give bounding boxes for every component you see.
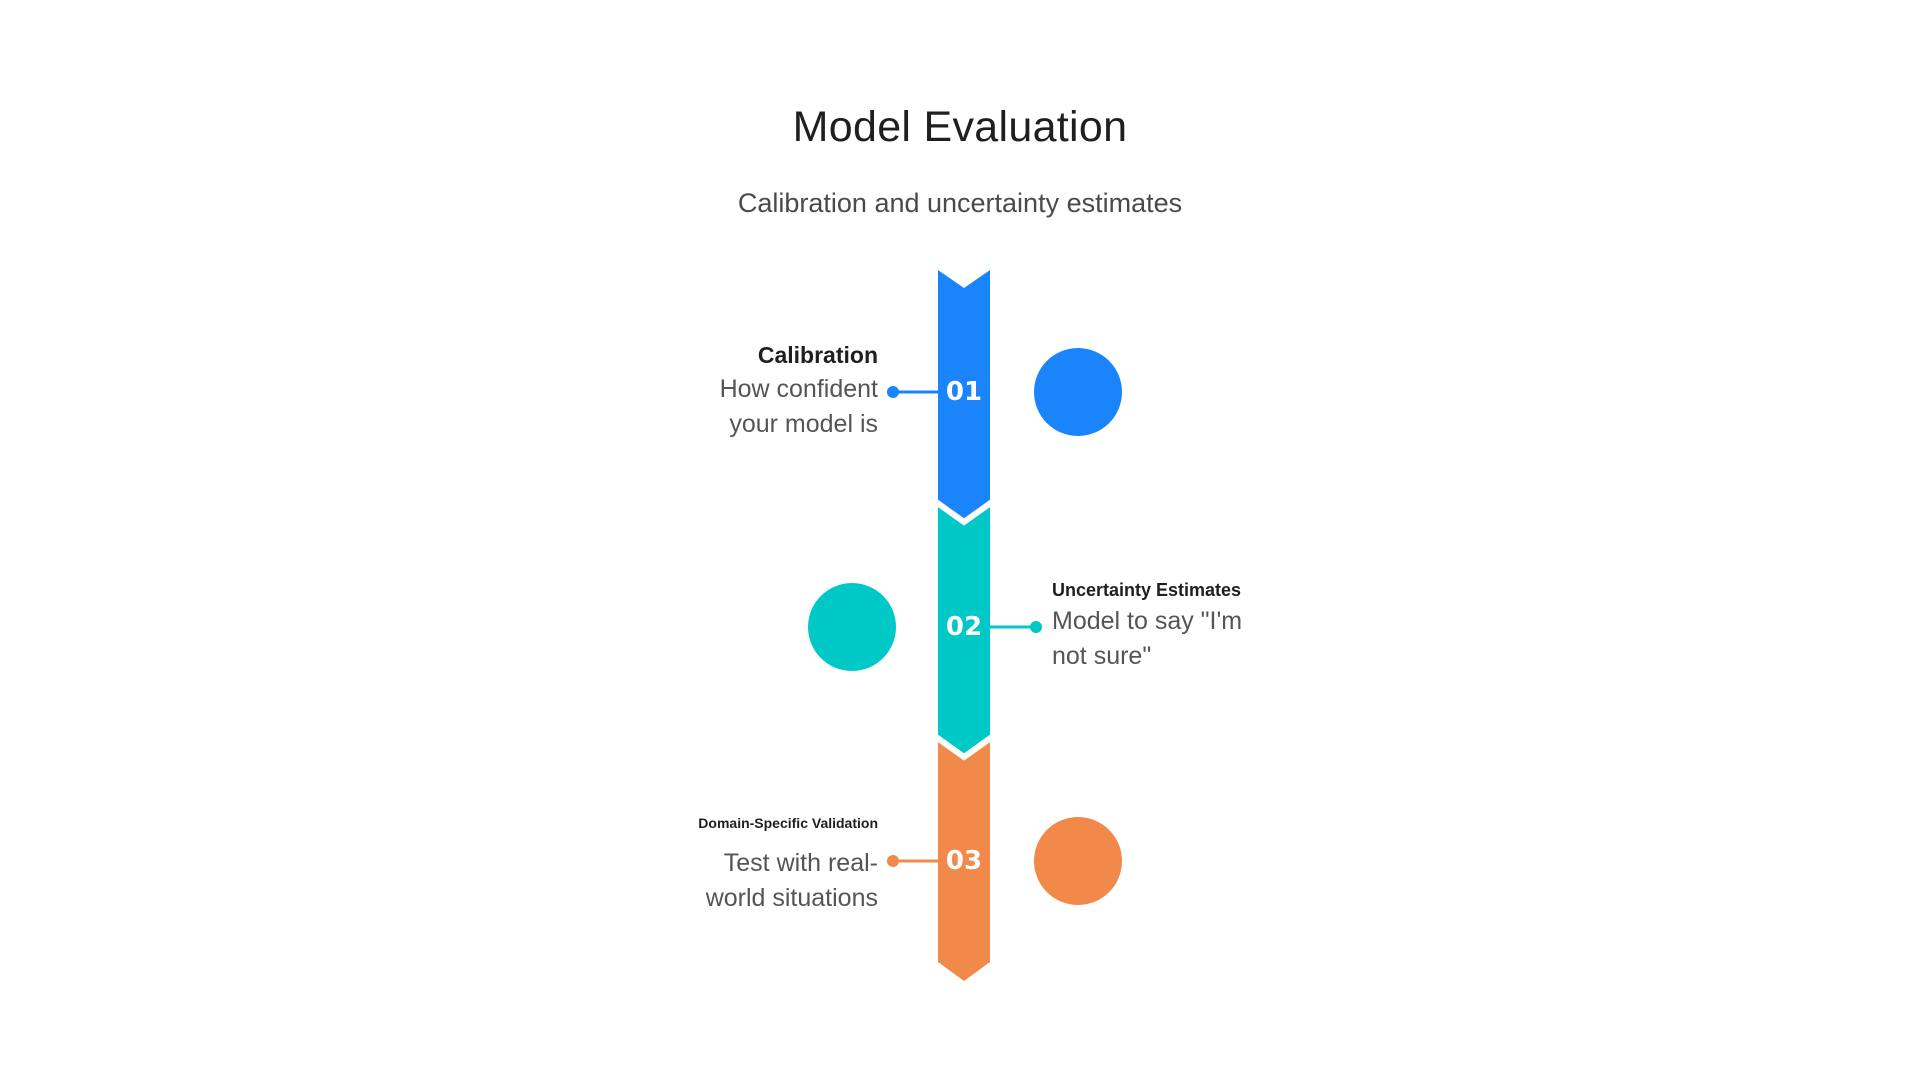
step-2-group: 02 [808, 503, 1042, 757]
page-title: Model Evaluation [792, 103, 1128, 151]
step-2-heading: Uncertainty Estimates [1052, 580, 1242, 600]
step-3-circle [1034, 817, 1122, 905]
page-subtitle: Calibration and uncertainty estimates [737, 188, 1183, 218]
step-3-group: 03 [887, 738, 1122, 981]
step-2-connector-dot [1030, 621, 1042, 633]
step-2-description: Model to say "I'm not sure" [1052, 607, 1243, 670]
step-1-circle [1034, 348, 1122, 436]
step-2-label: Uncertainty Estimates Model to say "I'm … [1052, 576, 1352, 674]
step-1-connector-dot [887, 386, 899, 398]
step-3-heading: Domain-Specific Validation [698, 815, 878, 831]
step-2-number: 02 [946, 612, 982, 642]
step-1-group: 01 [887, 270, 1122, 522]
step-3-number: 03 [946, 846, 982, 876]
step-2-segment [938, 503, 990, 757]
step-3-segment [938, 738, 990, 981]
step-3-label: Domain-Specific Validation Test with rea… [578, 812, 878, 916]
step-1-segment [938, 270, 990, 522]
segment-separator [934, 499, 994, 526]
step-1-label: Calibration How confident your model is [578, 338, 878, 442]
step-2-circle [808, 583, 896, 671]
step-1-heading: Calibration [757, 342, 878, 368]
step-1-number: 01 [946, 377, 982, 407]
step-3-description: Test with real-world situations [705, 849, 878, 912]
step-3-connector-dot [887, 855, 899, 867]
segment-separator [934, 734, 994, 761]
step-1-description: How confident your model is [719, 375, 878, 438]
